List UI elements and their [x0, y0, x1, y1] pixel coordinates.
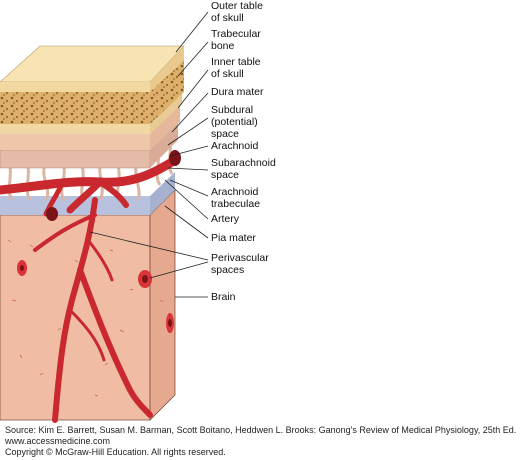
label-perivascular-spaces: Perivascular spaces — [211, 252, 269, 276]
source-website-link[interactable]: www.accessmedicine.com — [5, 436, 111, 446]
label-subdural-line2: (potential) — [211, 116, 258, 128]
arachnoid-layer — [0, 149, 151, 169]
artery-cut-end — [169, 150, 181, 166]
label-pia-mater: Pia mater — [211, 232, 256, 244]
label-arachnoid-trabeculae-line1: Arachnoid — [211, 186, 259, 198]
trabecular-bone-layer — [0, 92, 150, 124]
arachnoid-side — [150, 122, 178, 168]
brain-side-face — [149, 189, 176, 421]
label-brain: Brain — [211, 291, 236, 303]
label-subdural-line3: space — [211, 128, 240, 140]
source-citation: Source: Kim E. Barrett, Susan M. Barman,… — [5, 425, 517, 435]
label-perivascular-line2: spaces — [211, 264, 245, 276]
label-arachnoid-trabeculae: Arachnoid trabeculae — [211, 186, 260, 210]
perivascular-spaces — [17, 260, 174, 333]
penetrating-vessels — [33, 197, 153, 423]
label-arachnoid: Arachnoid — [211, 140, 259, 152]
label-subarachnoid-line2: space — [211, 169, 240, 181]
label-artery: Artery — [211, 213, 240, 225]
inner-table-side — [150, 92, 182, 134]
label-inner-table-line2: of skull — [211, 68, 244, 80]
label-subarachnoid-space: Subarachnoid space — [211, 157, 276, 181]
label-trabecular-line1: Trabecular — [211, 28, 261, 40]
label-outer-table-line1: Outer table — [211, 0, 263, 12]
label-subarachnoid-line1: Subarachnoid — [211, 157, 276, 169]
label-perivascular-line1: Perivascular — [211, 252, 269, 264]
dura-mater-layer — [0, 134, 150, 150]
label-subdural-line1: Subdural — [211, 104, 254, 116]
label-trabecular-bone: Trabecular bone — [211, 28, 261, 52]
label-inner-table-line1: Inner table — [211, 56, 261, 68]
label-outer-table-line2: of skull — [211, 12, 244, 24]
label-trabecular-line2: bone — [211, 40, 235, 52]
label-outer-table: Outer table of skull — [211, 0, 263, 24]
label-inner-table: Inner table of skull — [211, 56, 261, 80]
label-subdural-space: Subdural (potential) space — [211, 104, 258, 140]
artery-left-end — [46, 207, 58, 221]
brain-block — [0, 189, 176, 421]
dura-mater-side — [150, 104, 180, 150]
leader-lines — [89, 11, 209, 298]
pia-mater-side — [150, 172, 175, 215]
trabecular-bone-side — [150, 60, 184, 124]
copyright-notice: Copyright © McGraw-Hill Education. All r… — [5, 447, 226, 457]
label-arachnoid-trabeculae-line2: trabeculae — [211, 198, 261, 210]
brain-speckles — [7, 239, 164, 402]
outer-table-side — [150, 46, 184, 92]
label-dura-mater: Dura mater — [211, 86, 264, 98]
inner-table-layer — [0, 124, 150, 134]
outer-table-front — [0, 82, 150, 92]
